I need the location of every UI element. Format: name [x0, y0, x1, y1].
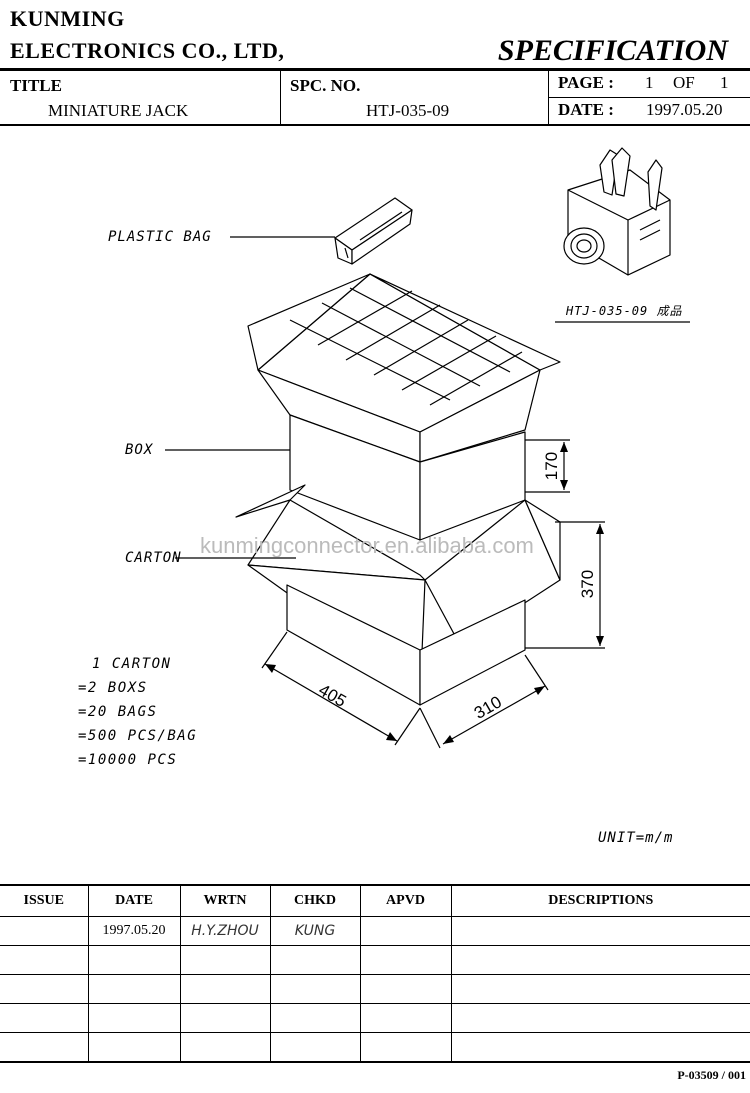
cell [87, 945, 181, 975]
col-issue: ISSUE [0, 884, 89, 917]
box-illustration [247, 273, 561, 541]
table-row [0, 974, 750, 1004]
date-label: DATE : [558, 100, 614, 119]
cell [269, 945, 361, 975]
page-total: 1 [720, 73, 729, 92]
cell [450, 1032, 750, 1063]
company-name-line1: KUNMING [10, 6, 125, 31]
carton-label: CARTON [125, 550, 182, 566]
cell [0, 974, 89, 1004]
cell [450, 974, 750, 1004]
cell [179, 974, 271, 1004]
note-line: =10000 PCS [78, 752, 178, 768]
header-bottom-rule [0, 124, 750, 126]
page-label: PAGE : [558, 73, 614, 92]
note-line: =2 BOXS [78, 680, 148, 696]
cell-signature: KUNG [269, 916, 361, 946]
cell: 1997.05.20 [87, 916, 181, 946]
note-line: =500 PCS/BAG [78, 728, 198, 744]
cell-signature: H.Y.ZHOU [179, 916, 271, 946]
table-header-row: ISSUE DATE WRTN CHKD APVD DESCRIPTIONS [0, 884, 750, 917]
header-top-rule [0, 68, 750, 71]
date-value: 1997.05.20 [646, 100, 723, 119]
cell [359, 1032, 452, 1063]
cell [359, 945, 452, 975]
cell [87, 1032, 181, 1063]
cell [179, 1003, 271, 1033]
cell [0, 916, 89, 946]
revision-table: ISSUE DATE WRTN CHKD APVD DESCRIPTIONS 1… [0, 884, 750, 1063]
spc-no-label: SPC. NO. [290, 76, 361, 95]
cell [0, 1003, 89, 1033]
cell [269, 1003, 361, 1033]
dim-carton-height: 370 [578, 569, 598, 599]
spc-no-value: HTJ-035-09 [366, 101, 450, 120]
product-caption: HTJ-035-09 成品 [566, 304, 683, 318]
table-row [0, 1003, 750, 1033]
cell [450, 916, 750, 946]
product-jack-illustration [563, 147, 671, 276]
header-page-date-divider [548, 97, 750, 98]
plastic-bag-label: PLASTIC BAG [108, 229, 212, 245]
cell [87, 974, 181, 1004]
cell [179, 945, 271, 975]
note-line: 1 CARTON [92, 656, 172, 672]
col-wrtn: WRTN [179, 884, 271, 917]
cell [0, 1032, 89, 1063]
col-chkd: CHKD [269, 884, 361, 917]
cell [269, 974, 361, 1004]
title-value: MINIATURE JACK [48, 101, 189, 120]
note-line: =20 BAGS [78, 704, 158, 720]
dim-box-height: 170 [542, 451, 562, 481]
company-name-line2: ELECTRONICS CO., LTD, [10, 38, 285, 63]
cell [0, 945, 89, 975]
col-descriptions: DESCRIPTIONS [450, 884, 750, 917]
cell [269, 1032, 361, 1063]
header-divider-1 [280, 70, 281, 125]
packing-notes: 1 CARTON =2 BOXS =20 BAGS =500 PCS/BAG =… [78, 652, 197, 772]
cell [359, 974, 452, 1004]
page-value: 1 [645, 73, 654, 92]
table-row [0, 945, 750, 975]
table-row [0, 1032, 750, 1063]
carton-illustration [235, 484, 561, 706]
document-number: P-03509 / 001 [677, 1068, 746, 1082]
packaging-drawing [165, 147, 690, 749]
plastic-bag-illustration [334, 197, 413, 265]
cell [87, 1003, 181, 1033]
cell [450, 1003, 750, 1033]
cell [359, 1003, 452, 1033]
table-row: 1997.05.20 H.Y.ZHOU KUNG [0, 916, 750, 946]
unit-label: UNIT=m/m [598, 830, 674, 846]
cell [359, 916, 452, 946]
specification-title: SPECIFICATION [497, 34, 728, 67]
col-date: DATE [87, 884, 181, 917]
title-label: TITLE [10, 76, 62, 95]
page-of: OF [673, 73, 695, 92]
cell [450, 945, 750, 975]
cell [179, 1032, 271, 1063]
col-apvd: APVD [359, 884, 452, 917]
watermark-text: kunmingconnector.en.alibaba.com [200, 533, 534, 558]
box-label: BOX [125, 442, 154, 458]
